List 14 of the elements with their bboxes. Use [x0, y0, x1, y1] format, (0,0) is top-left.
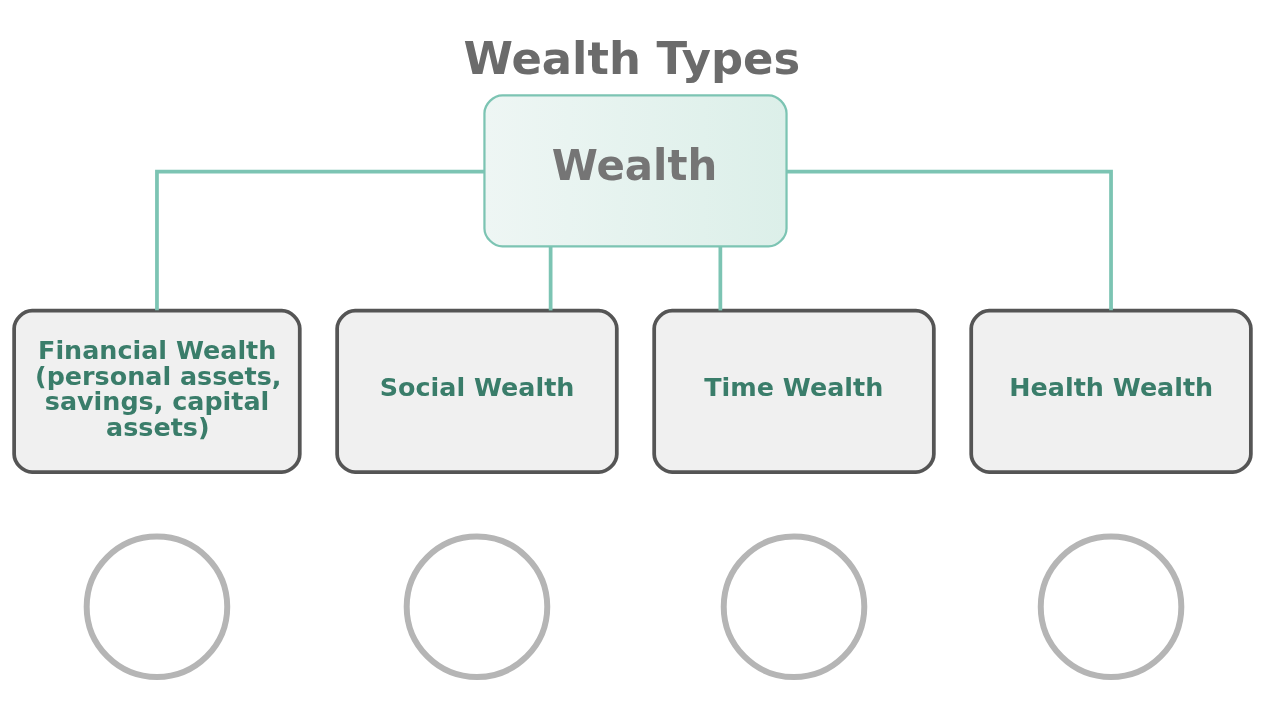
node-circle — [1037, 533, 1185, 680]
node-box: Financial Wealth (personal assets, savings, capital assets) — [12, 308, 302, 474]
node-circle — [403, 533, 551, 680]
diagram-title: Wealth Types — [463, 32, 801, 86]
connector — [786, 169, 1113, 311]
node-box: Time Wealth — [652, 308, 936, 474]
connector — [718, 246, 723, 311]
node-circle — [720, 533, 868, 680]
node-circle — [83, 533, 231, 680]
node-box: Social Wealth — [335, 308, 619, 474]
connector — [155, 169, 485, 311]
node-box: Health Wealth — [969, 308, 1253, 474]
connector — [548, 246, 553, 311]
node-box: Wealth — [483, 94, 788, 248]
